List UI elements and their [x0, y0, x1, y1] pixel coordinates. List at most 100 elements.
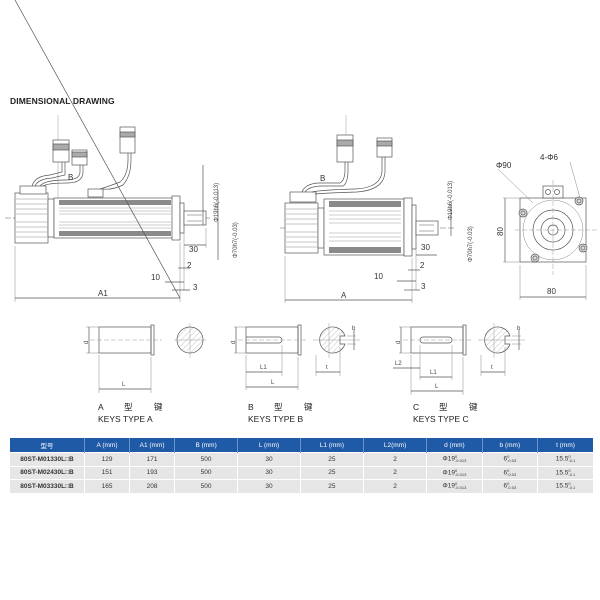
d-tol-lower: -0.013	[454, 471, 467, 477]
cell-l1: 25	[300, 452, 364, 466]
pilot-dia-label: Φ70h7(-0.03)	[233, 222, 239, 258]
key-caption-text: KEYS TYPE A	[98, 414, 153, 424]
key-a-l-label: L	[122, 382, 126, 388]
key-letter: C	[413, 402, 420, 412]
key-type-a-drawing	[86, 323, 206, 393]
key-type-cn: 型	[274, 402, 283, 412]
key-c-t-label: t	[491, 365, 493, 371]
col-header-l: L (mm)	[237, 438, 301, 453]
cell-l: 30	[237, 479, 301, 493]
table-header-row: 型号 A (mm) A1 (mm) B (mm) L (mm) L1 (mm) …	[10, 438, 593, 453]
flange-width-label: 80	[547, 287, 556, 296]
motor-front-view	[497, 161, 598, 300]
key-caption-text: KEYS TYPE C	[413, 414, 469, 424]
dim-2-label-2: 2	[420, 261, 425, 270]
col-header-model: 型号	[10, 438, 85, 453]
dim-a-label: A	[341, 291, 347, 300]
col-header-d: d (mm)	[426, 438, 483, 453]
cell-a1: 193	[129, 465, 176, 480]
cell-l2: 2	[363, 465, 428, 480]
key-letter: A	[98, 402, 104, 412]
key-c-l2-label: L2	[395, 361, 402, 367]
cell-b: 500	[174, 479, 239, 493]
flange-height-label: 80	[496, 227, 505, 236]
key-caption-text: KEYS TYPE B	[248, 414, 304, 424]
key-b-b-label: b	[352, 326, 356, 332]
cell-a: 165	[84, 479, 131, 493]
col-header-t: t (mm)	[537, 438, 593, 453]
cell-model: 80ST-M03330L□B	[10, 479, 85, 493]
mounting-holes-label: 4-Φ6	[540, 153, 558, 162]
dim-3-label-2: 3	[421, 282, 426, 291]
spec-table: 型号 A (mm) A1 (mm) B (mm) L (mm) L1 (mm) …	[10, 438, 593, 493]
b-tol-lower: -0.03	[507, 485, 517, 491]
b-tol-upper: 0	[507, 454, 510, 460]
pcd-label: Φ90	[496, 161, 512, 170]
dim-2-label: 2	[187, 261, 192, 270]
motor-side-view-brake	[5, 0, 219, 302]
key-b-l-label: L	[271, 380, 275, 386]
cell-l: 30	[237, 452, 301, 466]
t-tol-lower: -0.1	[568, 458, 576, 464]
dim-30-label: 30	[189, 245, 198, 254]
dim-30-label-2: 30	[421, 243, 430, 252]
key-type-b-drawing	[234, 323, 360, 390]
t-tol-upper: 0	[568, 467, 571, 473]
b-value: 6	[503, 469, 508, 477]
dim-a1-label: A1	[98, 289, 108, 298]
dim-10-label-2: 10	[374, 272, 383, 281]
d-tol-lower: -0.013	[454, 458, 467, 464]
cell-l1: 25	[300, 479, 364, 493]
col-header-a: A (mm)	[84, 438, 131, 453]
cell-l1: 25	[300, 465, 364, 480]
b-tol-upper: 0	[507, 467, 510, 473]
dim-b-label-2: B	[320, 174, 325, 183]
key-a-d-label: d	[84, 341, 90, 344]
key-c-d-label: d	[396, 341, 402, 344]
t-tol-lower: -0.1	[568, 471, 576, 477]
cell-a1: 208	[129, 479, 176, 493]
col-header-l2: L2(mm)	[363, 438, 428, 453]
motor-side-view	[280, 115, 455, 303]
t-tol-lower: -0.1	[568, 485, 576, 491]
b-tol-upper: 0	[507, 481, 510, 487]
d-tol-upper: 0	[454, 481, 458, 487]
pilot-dia-label-2: Φ70h7(-0.03)	[468, 226, 474, 262]
cell-a: 151	[84, 465, 131, 480]
t-value: 15.5	[555, 469, 569, 477]
t-tol-upper: 0	[568, 481, 571, 487]
d-value: Φ19	[442, 482, 455, 490]
key-cn: 键	[304, 402, 313, 412]
cell-model: 80ST-M01330L□B	[10, 452, 85, 466]
key-c-b-label: b	[517, 326, 521, 332]
cell-model: 80ST-M02430L□B	[10, 465, 85, 480]
col-header-b: B (mm)	[174, 438, 239, 453]
shaft-dia-label-2: Φ19h6(-0.013)	[448, 181, 454, 220]
cell-a: 129	[84, 452, 131, 466]
page-title: DIMENSIONAL DRAWING	[10, 96, 115, 106]
d-tol-upper: 0	[454, 454, 458, 460]
key-cn: 键	[154, 402, 163, 412]
b-tol-lower: -0.03	[507, 471, 517, 477]
b-value: 6	[503, 482, 508, 490]
cell-l2: 2	[363, 452, 428, 466]
d-value: Φ19	[442, 455, 455, 463]
cell-a1: 171	[129, 452, 176, 466]
shaft-dia-label: Φ19h6(-0.013)	[214, 183, 220, 222]
b-value: 6	[503, 455, 508, 463]
